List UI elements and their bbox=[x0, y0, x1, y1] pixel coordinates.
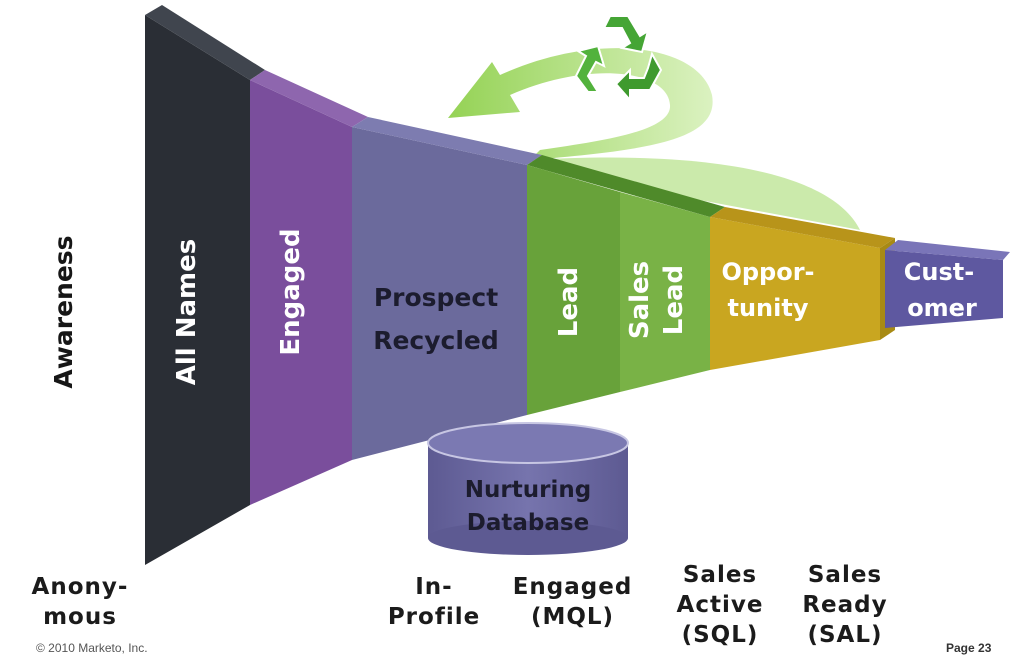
label-opportunity-1: Oppor- bbox=[721, 258, 814, 286]
segment-prospect bbox=[352, 127, 527, 460]
label-prospect-2: Recycled bbox=[373, 326, 499, 355]
label-customer-2: omer bbox=[907, 294, 977, 322]
segment-lead bbox=[527, 165, 620, 415]
label-all-names: All Names bbox=[172, 239, 202, 386]
copyright-text: © 2010 Marketo, Inc. bbox=[36, 641, 148, 655]
bottom-label-sales-active: Sales Active (SQL) bbox=[676, 562, 764, 648]
label-sales-lead-1: Sales bbox=[625, 261, 655, 339]
segment-sales-lead bbox=[620, 192, 710, 392]
segment-all-names bbox=[145, 15, 250, 565]
segment-opportunity bbox=[710, 217, 880, 370]
bottom-label-sales-ready: Sales Ready (SAL) bbox=[802, 562, 888, 648]
label-awareness: Awareness bbox=[49, 235, 78, 388]
label-engaged: Engaged bbox=[276, 228, 306, 355]
segment-engaged bbox=[250, 80, 352, 505]
bottom-label-in-profile: In- Profile bbox=[387, 574, 481, 630]
label-customer-1: Cust- bbox=[904, 258, 974, 286]
label-database-1: Nurturing bbox=[465, 477, 591, 503]
recycle-icon bbox=[574, 15, 663, 103]
bottom-label-anonymous: Anony- mous bbox=[31, 574, 129, 630]
label-lead: Lead bbox=[554, 267, 584, 337]
bottom-label-engaged-mql: Engaged (MQL) bbox=[512, 574, 633, 630]
nurturing-database bbox=[427, 422, 629, 555]
label-prospect-1: Prospect bbox=[374, 283, 498, 312]
funnel bbox=[145, 5, 1010, 565]
segment-customer bbox=[885, 250, 1003, 328]
label-sales-lead-2: Lead bbox=[659, 265, 689, 335]
label-opportunity-2: tunity bbox=[728, 294, 809, 322]
label-database-2: Database bbox=[467, 510, 589, 536]
page-number: Page 23 bbox=[946, 641, 992, 655]
